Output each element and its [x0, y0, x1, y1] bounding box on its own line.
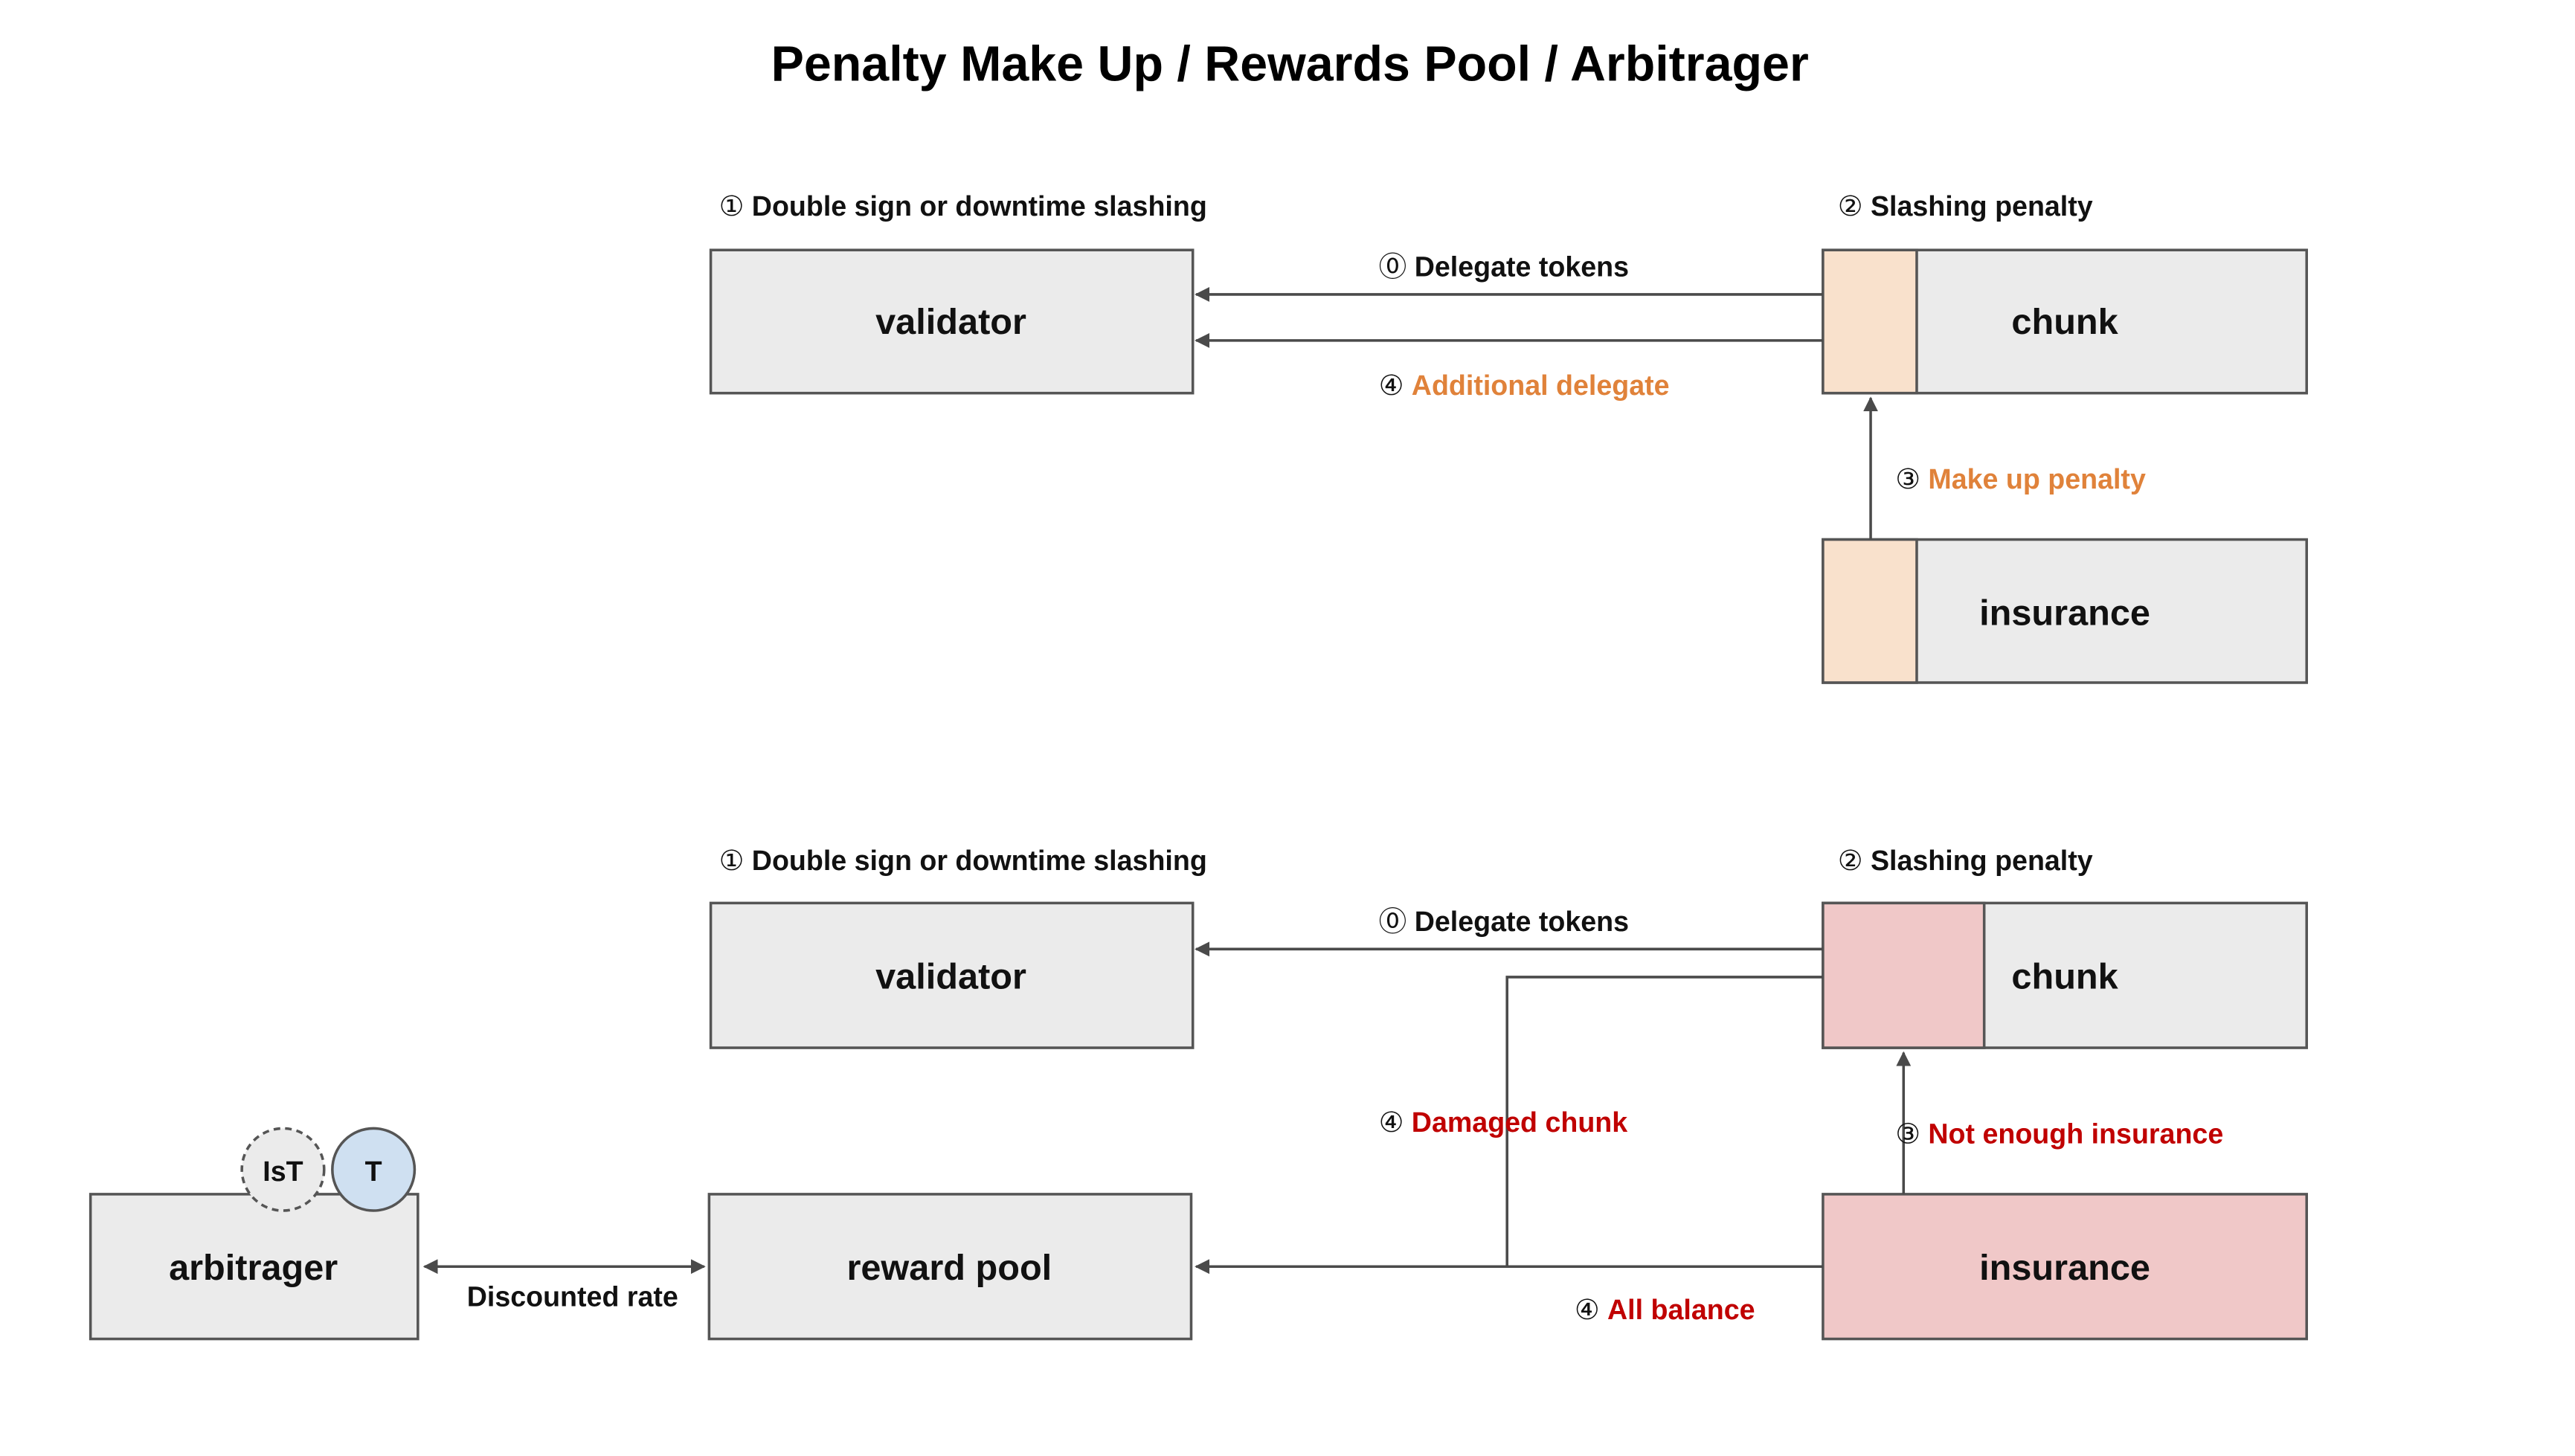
- top-step1-label: ① Double sign or downtime slashing: [719, 190, 1207, 222]
- svg-text:reward pool: reward pool: [846, 1248, 1052, 1288]
- top-insurance-makeup-segment: [1822, 538, 1918, 684]
- svg-text:chunk: chunk: [2011, 956, 2118, 996]
- svg-text:arbitrager: arbitrager: [169, 1248, 338, 1288]
- svg-text:T: T: [365, 1156, 382, 1187]
- svg-text:validator: validator: [875, 956, 1026, 996]
- top-section: ① Double sign or downtime slashing ② Sla…: [709, 190, 2308, 684]
- bottom-step0-label: ⓪ Delegate tokens: [1379, 906, 1629, 937]
- bottom-step1-label: ① Double sign or downtime slashing: [719, 845, 1207, 876]
- bottom-chunk-node: chunk: [1822, 901, 2308, 1049]
- discounted-rate-label: Discounted rate: [467, 1281, 678, 1312]
- top-chunk-node: chunk: [1822, 248, 2308, 395]
- not-enough-insurance-label: ③ Not enough insurance: [1895, 1118, 2223, 1149]
- reward-pool-node: reward pool: [707, 1193, 1193, 1341]
- token-ist: IsT: [240, 1127, 326, 1212]
- svg-text:insurance: insurance: [1979, 1248, 2150, 1288]
- top-step0-label: ⓪ Delegate tokens: [1379, 251, 1629, 283]
- bottom-section: ① Double sign or downtime slashing ② Sla…: [89, 845, 2308, 1341]
- bottom-insurance-node: insurance: [1822, 1193, 2308, 1341]
- token-t: T: [331, 1127, 417, 1212]
- top-chunk-penalty-segment: [1822, 248, 1918, 395]
- damaged-chunk-label: ④ Damaged chunk: [1379, 1107, 1628, 1138]
- diagram-title: Penalty Make Up / Rewards Pool / Arbitra…: [771, 36, 1809, 91]
- svg-text:chunk: chunk: [2011, 302, 2118, 342]
- svg-text:IsT: IsT: [263, 1156, 303, 1187]
- bottom-chunk-damaged-segment: [1822, 901, 1986, 1049]
- bottom-validator-node: validator: [709, 901, 1195, 1049]
- arbitrager-node: arbitrager: [89, 1193, 419, 1341]
- svg-text:validator: validator: [875, 302, 1026, 342]
- top-step2-label: ② Slashing penalty: [1838, 190, 2093, 222]
- top-insurance-node: insurance: [1822, 538, 2308, 684]
- svg-text:insurance: insurance: [1979, 593, 2150, 634]
- top-validator-node: validator: [709, 248, 1195, 395]
- bottom-step2-label: ② Slashing penalty: [1838, 845, 2093, 876]
- damaged-chunk-connector: [1505, 976, 1823, 1267]
- all-balance-label: ④ All balance: [1575, 1294, 1755, 1325]
- top-step4-label: ④ Additional delegate: [1379, 370, 1670, 401]
- top-step3-label: ③ Make up penalty: [1895, 463, 2146, 495]
